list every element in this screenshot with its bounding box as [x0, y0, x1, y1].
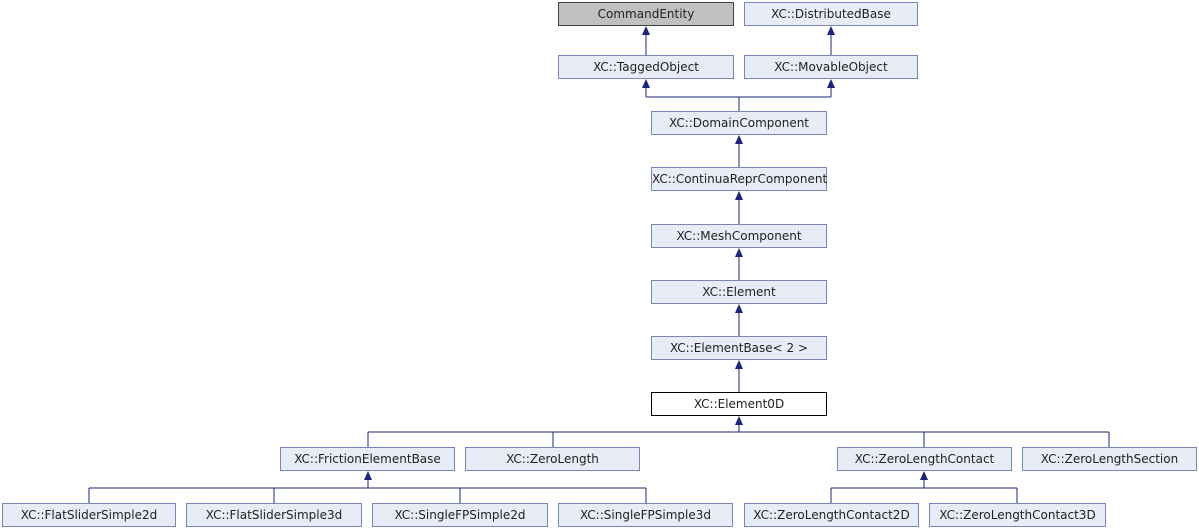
class-node-element0d: XC::Element0D — [651, 392, 827, 416]
class-node-movable-object[interactable]: XC::MovableObject — [744, 55, 918, 79]
class-node-element-base[interactable]: XC::ElementBase< 2 > — [651, 336, 827, 360]
class-node-distributed-base[interactable]: XC::DistributedBase — [744, 2, 918, 26]
inheritance-arrow — [642, 79, 650, 88]
class-node-tagged-object[interactable]: XC::TaggedObject — [558, 55, 734, 79]
inheritance-arrow — [735, 416, 743, 425]
class-node-single-fp-simple3d[interactable]: XC::SingleFPSimple3d — [558, 503, 733, 527]
inheritance-arrow — [827, 79, 835, 88]
class-node-flat-slider-simple2d[interactable]: XC::FlatSliderSimple2d — [2, 503, 176, 527]
inheritance-arrow — [364, 471, 372, 480]
class-node-friction-element-base[interactable]: XC::FrictionElementBase — [280, 447, 455, 471]
inheritance-arrow — [735, 304, 743, 313]
inheritance-arrow — [735, 248, 743, 257]
inheritance-arrow — [827, 26, 835, 35]
class-node-zero-length[interactable]: XC::ZeroLength — [465, 447, 640, 471]
class-node-command-entity: CommandEntity — [558, 2, 734, 26]
inheritance-arrow — [920, 471, 928, 480]
class-node-zero-length-contact3d[interactable]: XC::ZeroLengthContact3D — [929, 503, 1106, 527]
inheritance-arrow — [735, 191, 743, 200]
class-node-element[interactable]: XC::Element — [651, 280, 827, 304]
class-node-flat-slider-simple3d[interactable]: XC::FlatSliderSimple3d — [186, 503, 362, 527]
class-node-zero-length-section[interactable]: XC::ZeroLengthSection — [1022, 447, 1197, 471]
inheritance-arrow — [735, 135, 743, 144]
class-node-continua-repr-component[interactable]: XC::ContinuaReprComponent — [651, 167, 827, 191]
class-node-domain-component[interactable]: XC::DomainComponent — [651, 111, 827, 135]
inheritance-arrow — [642, 26, 650, 35]
class-node-single-fp-simple2d[interactable]: XC::SingleFPSimple2d — [372, 503, 548, 527]
class-node-mesh-component[interactable]: XC::MeshComponent — [651, 224, 827, 248]
class-node-zero-length-contact2d[interactable]: XC::ZeroLengthContact2D — [744, 503, 919, 527]
class-node-zero-length-contact[interactable]: XC::ZeroLengthContact — [837, 447, 1012, 471]
inheritance-arrow — [735, 360, 743, 369]
